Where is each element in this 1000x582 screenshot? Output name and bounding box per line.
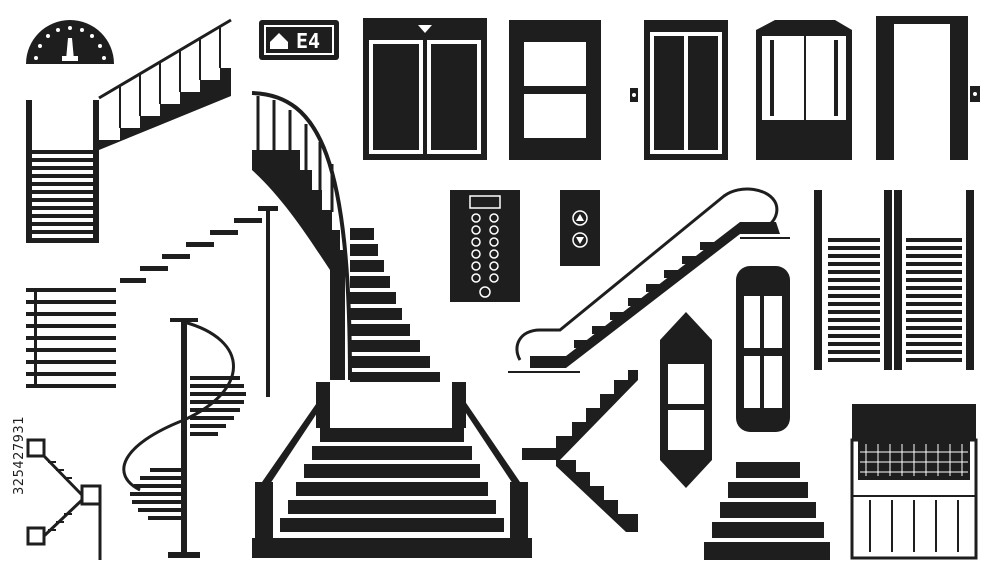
ornate-elevator-icon bbox=[756, 20, 852, 160]
floor-dial-icon bbox=[26, 20, 114, 64]
elevator-door-icon bbox=[363, 18, 487, 160]
stock-id-text: 325427931 bbox=[11, 415, 27, 495]
side-stair-icon bbox=[522, 370, 638, 532]
zigzag-stair-icon bbox=[26, 438, 102, 560]
elevator-frame-icon bbox=[876, 16, 980, 160]
grand-stair-icon bbox=[252, 382, 532, 558]
elevator-door-button-icon bbox=[630, 20, 728, 160]
moving-walkway-icon bbox=[814, 190, 974, 370]
call-button-icon bbox=[560, 190, 600, 266]
stair-icon bbox=[26, 18, 232, 243]
spiral-stair-icon bbox=[122, 318, 246, 558]
curved-stair-icon bbox=[251, 91, 440, 382]
panoramic-elevator-icon bbox=[736, 266, 790, 432]
capsule-elevator-icon bbox=[660, 312, 712, 488]
floor-indicator-icon: E4 bbox=[259, 20, 339, 60]
floating-stair-icon bbox=[120, 206, 278, 397]
floor-indicator-text: E4 bbox=[296, 29, 320, 53]
escalator-icon bbox=[508, 187, 790, 373]
elevator-panel-icon bbox=[450, 190, 520, 302]
elevator-cabin-icon bbox=[509, 20, 601, 160]
stock-id-label: 325427931 bbox=[8, 345, 30, 565]
pyramid-stair-icon bbox=[704, 462, 830, 560]
step-ladder-icon bbox=[26, 288, 116, 388]
grid-cabin-icon bbox=[850, 404, 978, 560]
